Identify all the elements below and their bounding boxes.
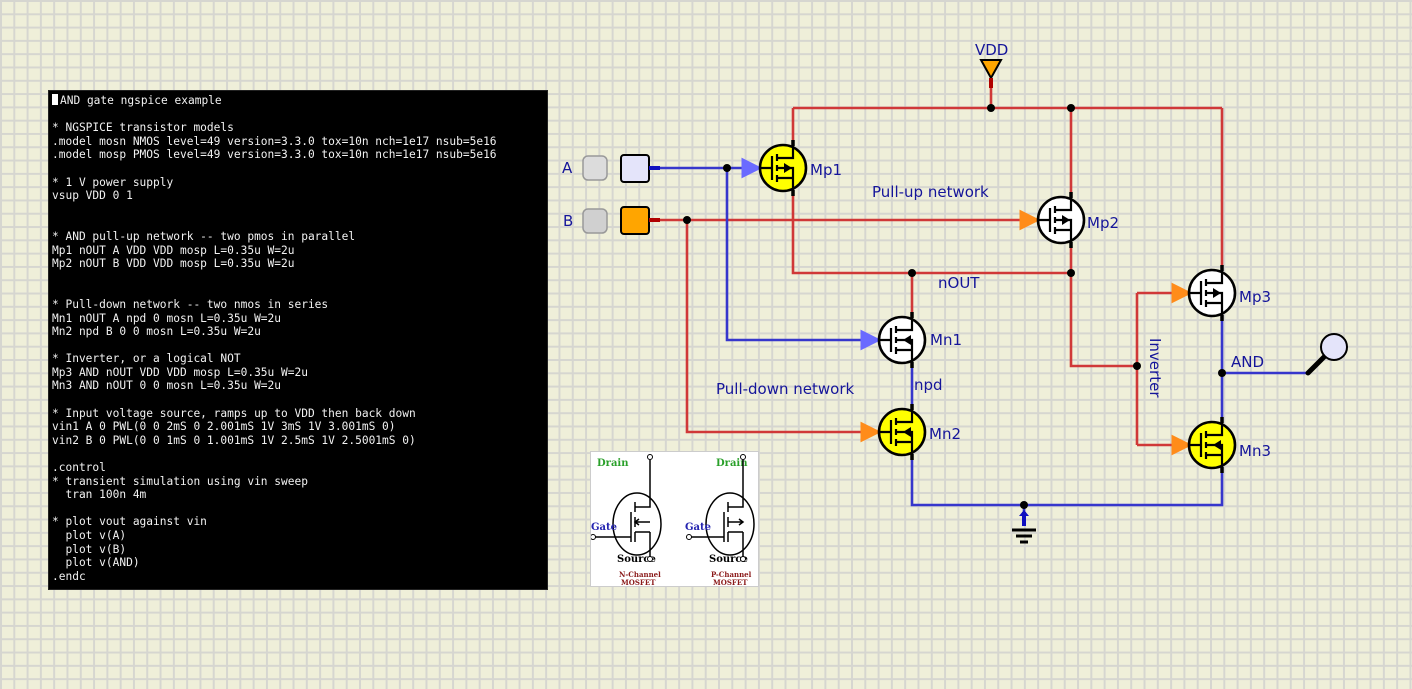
pmos-reference: Drain Gate Source P-Channel MOSFET <box>685 454 755 587</box>
text-cursor <box>52 94 58 105</box>
annotation-pull-up: Pull-up network <box>872 183 989 201</box>
input-b[interactable]: B <box>563 206 660 235</box>
transistor-label: Mn3 <box>1239 442 1271 460</box>
transistor-label: Mp1 <box>810 161 842 179</box>
vdd-label: VDD <box>975 41 1008 59</box>
wire-nout-mp1 <box>791 190 1071 275</box>
high-wires <box>652 80 1224 456</box>
transistor-label: Mp3 <box>1239 288 1271 306</box>
netlist-title: AND gate ngspice example <box>60 94 222 107</box>
legend-source-label-p: Source <box>709 554 748 565</box>
transistor-label: Mn1 <box>930 331 962 349</box>
transistor-label: Mp2 <box>1087 214 1119 232</box>
legend-gate-label-p: Gate <box>685 522 711 533</box>
junction-dot <box>723 164 731 172</box>
netlist-text[interactable]: AND gate ngspice example * NGSPICE trans… <box>52 94 547 583</box>
ground-icon <box>1012 528 1036 544</box>
transistor-mp3[interactable]: Mp3 <box>1187 265 1271 321</box>
input-b-indicator[interactable] <box>620 206 650 235</box>
legend-n-channel: N-Channel <box>619 570 661 579</box>
legend-drain-label: Drain <box>597 458 629 469</box>
input-b-toggle-button[interactable] <box>582 208 608 234</box>
legend-drain-label-p: Drain <box>716 458 748 469</box>
ground-arrow <box>1019 510 1029 516</box>
junctions <box>683 104 1226 509</box>
legend-gate-label: Gate <box>591 522 617 533</box>
junction-dot <box>1218 369 1226 377</box>
input-a-toggle-button[interactable] <box>582 155 608 181</box>
junction-dot <box>683 216 691 224</box>
transistor-mn3[interactable]: Mn3 <box>1187 417 1271 473</box>
net-label-nout: nOUT <box>938 274 980 292</box>
junction-dot <box>1133 362 1141 370</box>
netlist-editor[interactable]: AND gate ngspice example * NGSPICE trans… <box>48 90 548 590</box>
junction-dot <box>1067 104 1075 112</box>
ground-symbol[interactable] <box>1012 510 1036 544</box>
legend-mosfet-p: MOSFET <box>713 578 748 586</box>
junction-dot <box>987 104 995 112</box>
transistor-label: Mn2 <box>929 425 961 443</box>
nmos-reference: Drain Gate Source N-Channel MOSFET <box>590 454 662 587</box>
vdd-triangle-icon <box>979 59 1003 81</box>
output-probe[interactable] <box>1305 333 1348 376</box>
transistor-mn1[interactable]: Mn1 <box>877 312 962 368</box>
wire-a-mn1 <box>725 168 882 351</box>
net-label-npd: npd <box>914 376 943 394</box>
wire-ground-rail <box>910 456 1224 507</box>
net-label-and: AND <box>1231 353 1264 371</box>
input-b-label: B <box>563 212 573 230</box>
input-a-indicator[interactable] <box>620 154 650 183</box>
transistor-mp1[interactable]: Mp1 <box>758 140 842 196</box>
transistors: Mp1 Mp2 Mn1 Mn2 Mp3 Mn3 <box>758 140 1271 473</box>
junction-dot <box>908 269 916 277</box>
legend-p-channel: P-Channel <box>711 570 752 579</box>
probe-icon[interactable] <box>1320 333 1348 361</box>
input-a[interactable]: A <box>562 154 660 183</box>
input-a-label: A <box>562 159 573 177</box>
junction-dot <box>1020 501 1028 509</box>
annotation-inverter: Inverter <box>1146 338 1164 398</box>
annotation-pull-down: Pull-down network <box>716 380 855 398</box>
probe-handle <box>1305 353 1328 376</box>
mosfet-reference-image: Drain Gate Source N-Channel MOSFET Drain… <box>590 451 759 587</box>
vdd-supply[interactable]: VDD <box>975 41 1008 88</box>
wire-b-mn2 <box>685 220 882 443</box>
junction-dot <box>1067 269 1075 277</box>
transistor-mp2[interactable]: Mp2 <box>1036 192 1119 248</box>
netlist-body: * NGSPICE transistor models .model mosn … <box>52 121 497 583</box>
legend-source-label: Source <box>617 554 656 565</box>
wire-nout-mp2 <box>1069 244 1137 368</box>
transistor-mn2[interactable]: Mn2 <box>877 404 961 460</box>
legend-mosfet-n: MOSFET <box>621 578 656 586</box>
